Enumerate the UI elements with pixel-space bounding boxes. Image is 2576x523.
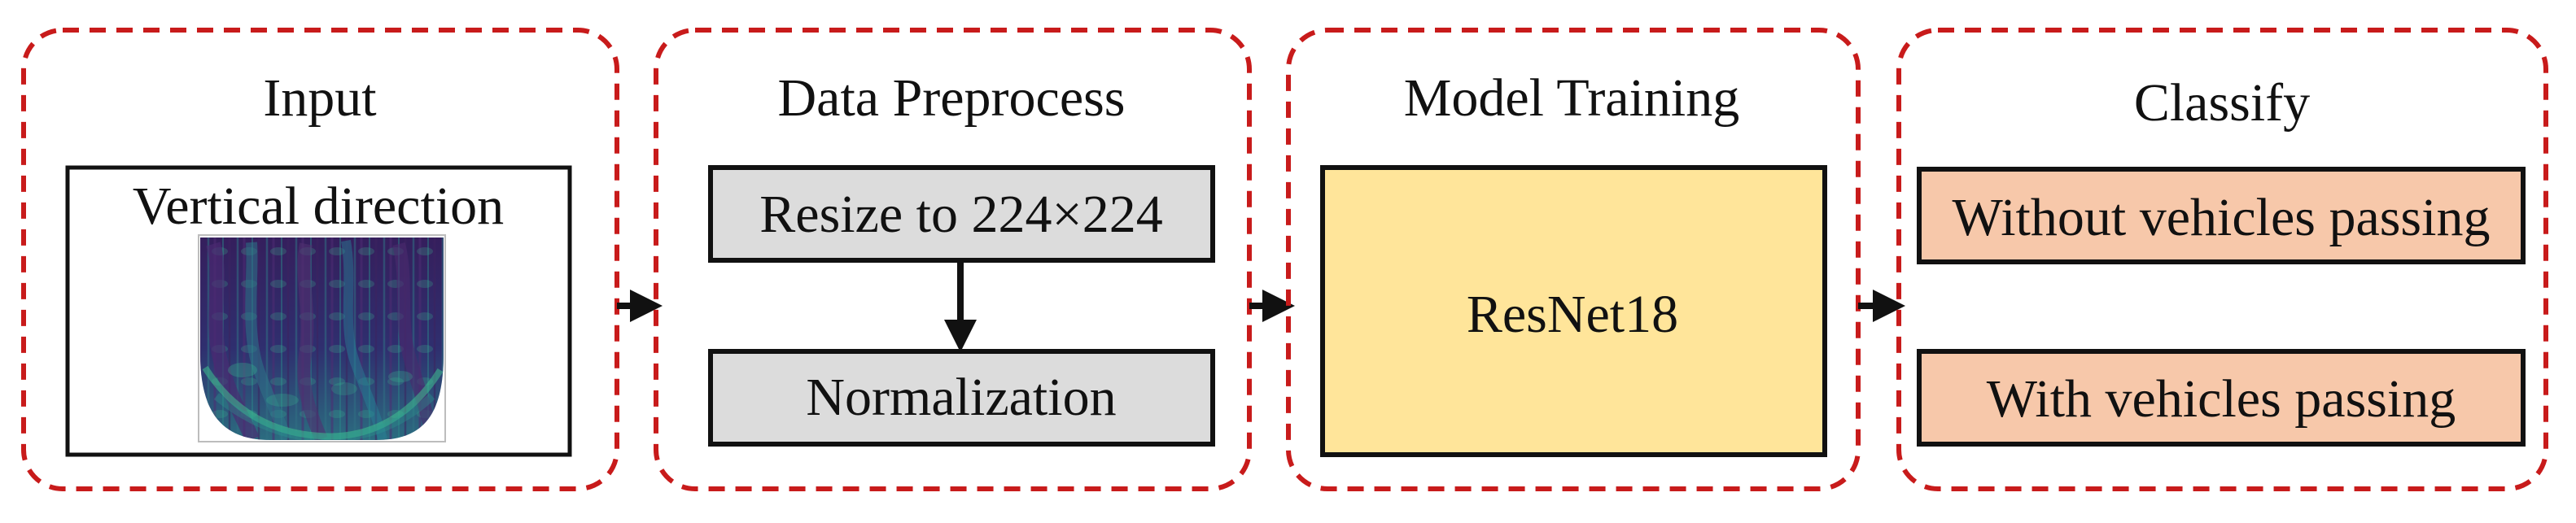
stage-preprocess: Data Preprocess Resize to 224×224 Normal… — [654, 28, 1252, 491]
resize-step-box — [708, 165, 1215, 263]
class-label-without-vehicles: Without vehicles passing — [1953, 188, 2491, 247]
resize-step-label: Resize to 224×224 — [759, 185, 1162, 244]
stage-training-title: Model Training — [1404, 68, 1740, 128]
class-label-with-vehicles: With vehicles passing — [1987, 369, 2456, 429]
stage-input-title: Input — [263, 68, 376, 128]
stage-classify-border — [1896, 28, 2548, 491]
stage-preprocess-title: Data Preprocess — [777, 68, 1125, 128]
input-image-label: Vertical direction — [133, 177, 504, 236]
class-box-with-vehicles — [1917, 349, 2526, 447]
spectrogram-icon — [198, 234, 446, 442]
stage-training-border — [1286, 28, 1861, 491]
stage-classify: Classify Without vehicles passing With v… — [1896, 28, 2548, 491]
stage-model-training: Model Training ResNet18 — [1286, 28, 1861, 491]
normalization-step-label: Normalization — [806, 368, 1116, 427]
resnet-model-box — [1320, 165, 1827, 457]
normalization-step-box — [708, 349, 1215, 447]
stage-preprocess-border — [654, 28, 1252, 491]
stage-classify-title: Classify — [2134, 73, 2310, 133]
resnet-model-label: ResNet18 — [1467, 285, 1678, 344]
stage-input-border — [21, 28, 619, 491]
class-box-without-vehicles — [1917, 167, 2526, 264]
stage-input: Input Vertical direction — [21, 28, 619, 491]
